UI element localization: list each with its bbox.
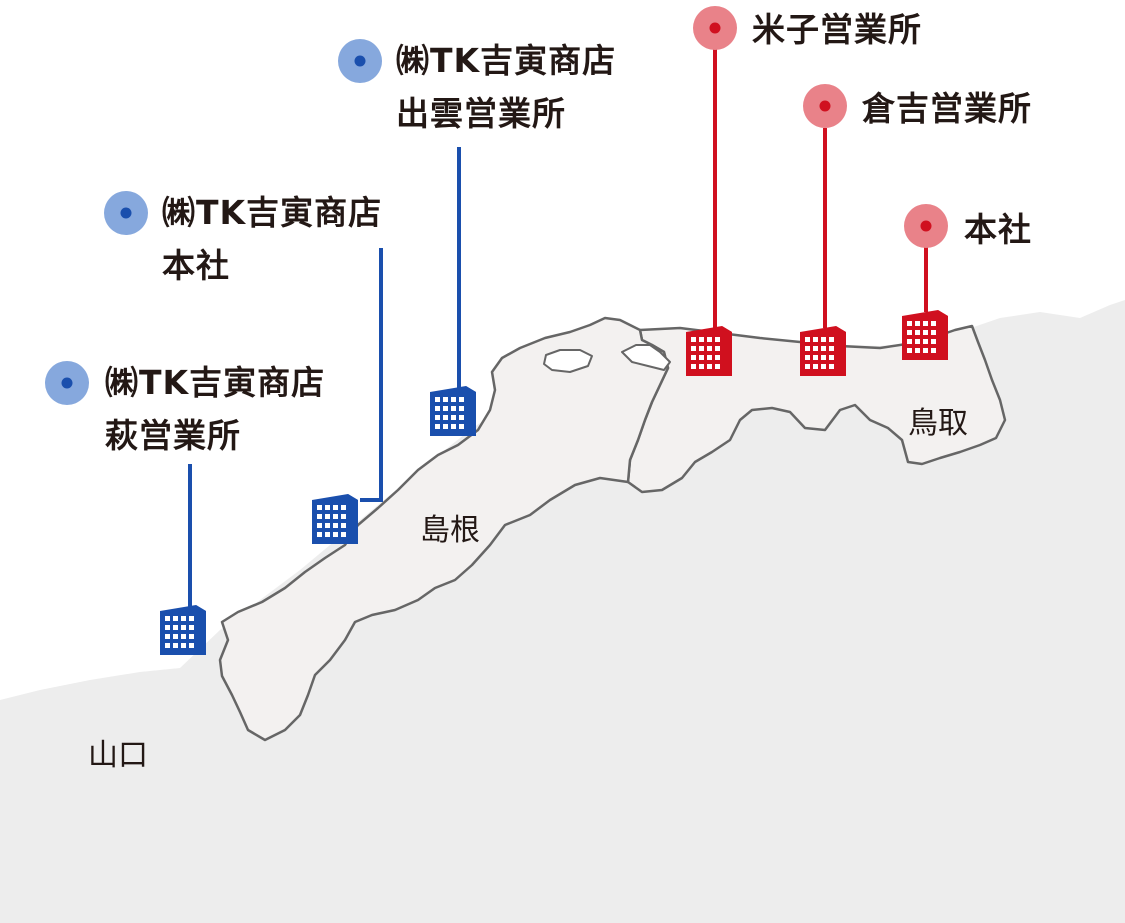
office-label-honsha[interactable]: 本社 bbox=[964, 210, 1032, 249]
izumo-office-building-icon[interactable] bbox=[430, 386, 476, 436]
tk-honsha-connector bbox=[360, 248, 383, 502]
office-label-kurayoshi[interactable]: 倉吉営業所 bbox=[862, 89, 1032, 128]
office-label-yonago[interactable]: 米子営業所 bbox=[752, 10, 922, 49]
office-label-izumo[interactable]: ㈱TK吉寅商店 出雲営業所 bbox=[396, 34, 616, 140]
shimane-prefecture bbox=[218, 316, 670, 742]
group-company-markers bbox=[45, 39, 382, 405]
tk-honsha-office-building-icon[interactable] bbox=[312, 494, 358, 544]
office-label-hagi-company: ㈱TK吉寅商店 bbox=[105, 363, 326, 402]
group-company-connectors bbox=[188, 147, 461, 610]
chugoku-region-background bbox=[0, 300, 1125, 923]
prefecture-label-shimane: 島根 bbox=[420, 513, 480, 548]
own-office-markers bbox=[693, 6, 948, 248]
own-office-connectors bbox=[713, 44, 928, 328]
shimane-peninsula-lake bbox=[543, 349, 593, 373]
office-label-izumo-branch: 出雲営業所 bbox=[396, 94, 566, 133]
nakaumi-lake bbox=[621, 344, 671, 371]
office-label-hagi[interactable]: ㈱TK吉寅商店 萩営業所 bbox=[105, 356, 325, 462]
prefecture-label-tottori: 鳥取 bbox=[908, 406, 968, 441]
office-label-tk-honsha[interactable]: ㈱TK吉寅商店 本社 bbox=[162, 186, 382, 292]
office-label-izumo-company: ㈱TK吉寅商店 bbox=[396, 41, 617, 80]
prefecture-label-yamaguchi: 山口 bbox=[88, 738, 148, 773]
honsha-office-building-icon[interactable] bbox=[902, 310, 948, 360]
kurayoshi-office-building-icon[interactable] bbox=[800, 326, 846, 376]
yonago-office-building-icon[interactable] bbox=[686, 326, 732, 376]
office-label-tk-honsha-branch: 本社 bbox=[162, 246, 230, 285]
office-label-tk-honsha-company: ㈱TK吉寅商店 bbox=[162, 193, 383, 232]
hagi-office-building-icon[interactable] bbox=[160, 605, 206, 655]
office-label-hagi-branch: 萩営業所 bbox=[105, 416, 241, 455]
